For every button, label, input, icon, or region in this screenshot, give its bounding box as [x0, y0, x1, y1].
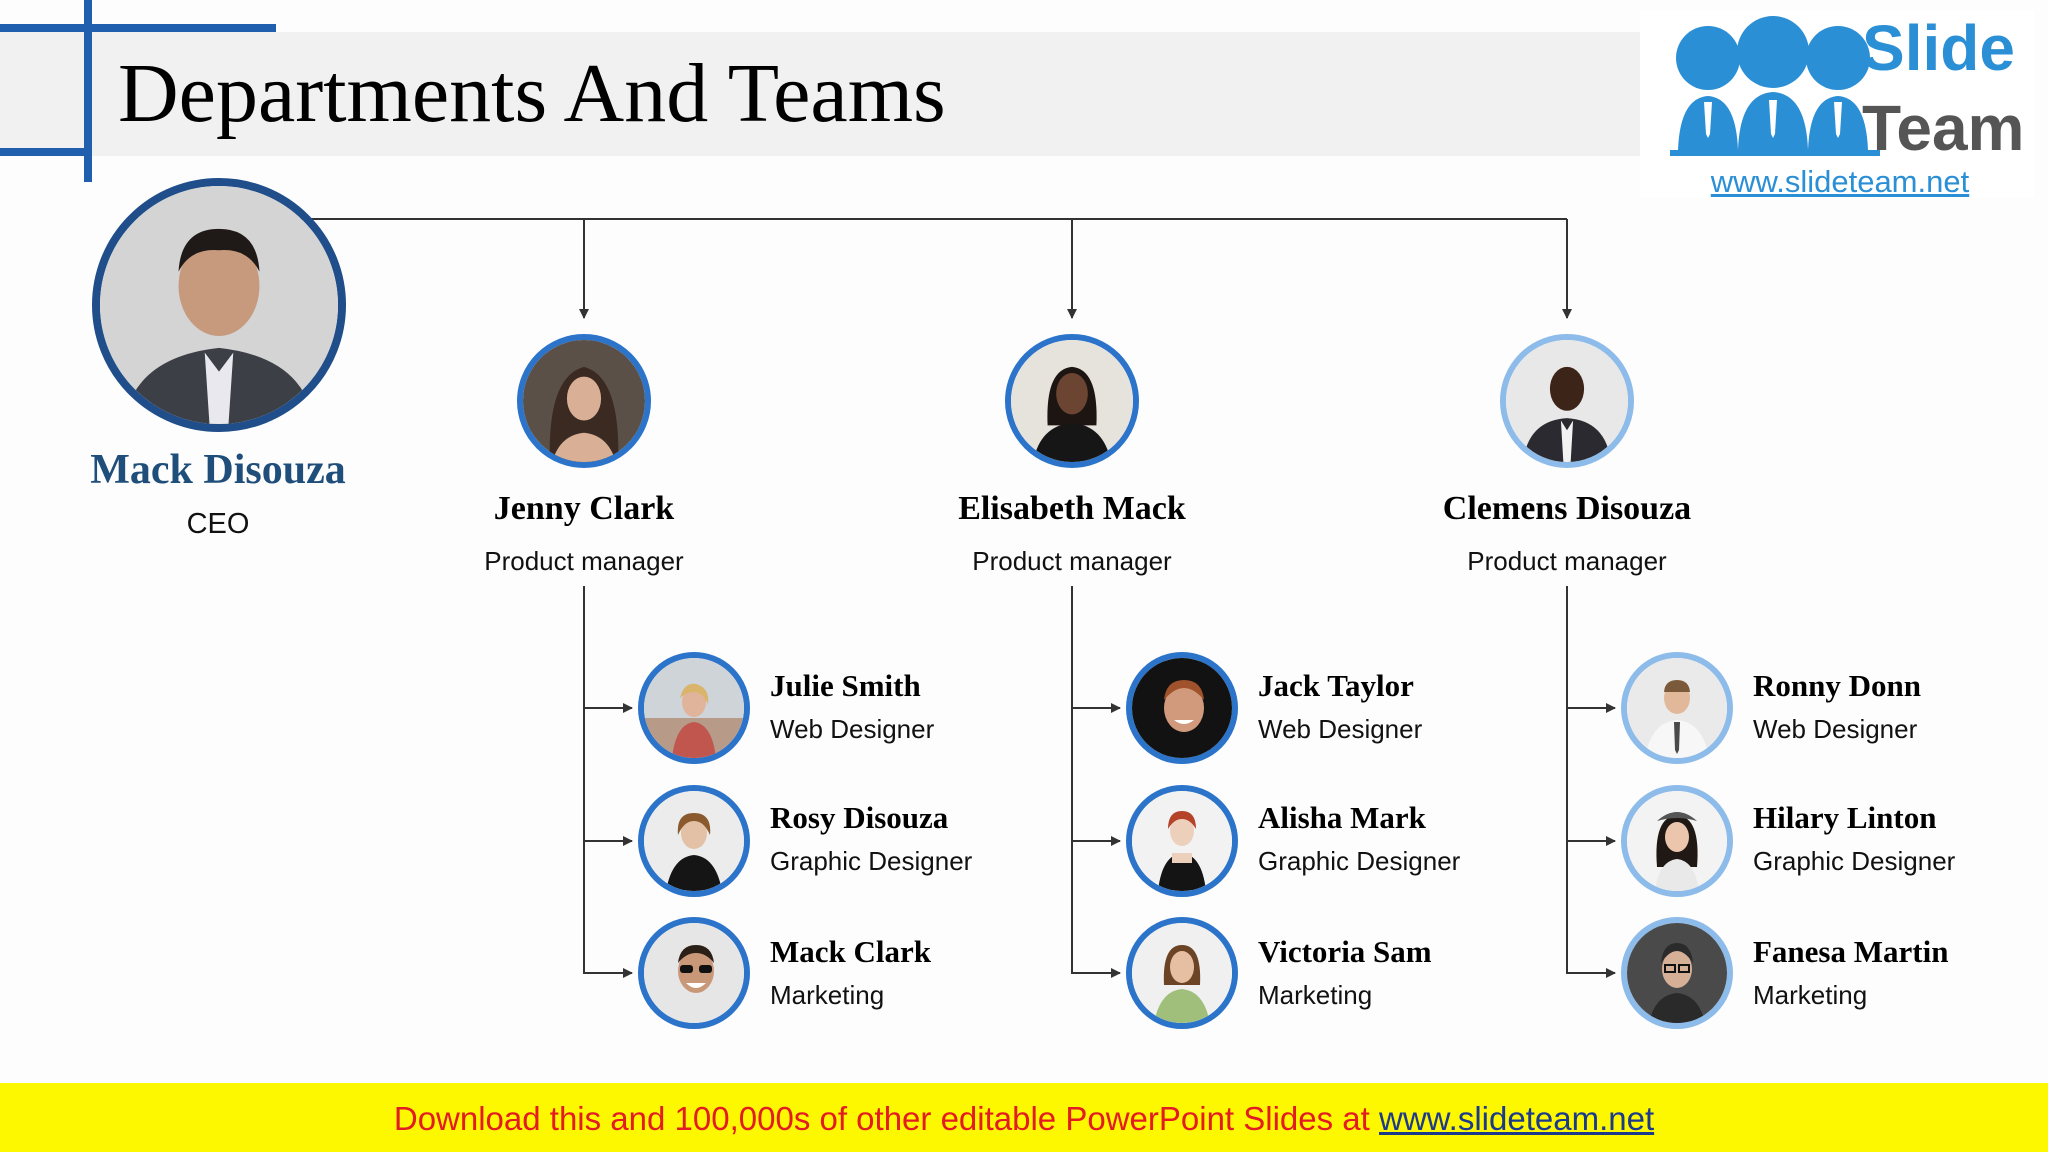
page-title: Departments And Teams: [118, 47, 946, 140]
manager-avatar-icon: [523, 340, 645, 462]
manager-avatar-icon: [1506, 340, 1628, 462]
staff-avatar-icon: [1627, 658, 1727, 758]
title-band: [0, 32, 1700, 156]
logo-word-slide: Slide: [1862, 12, 2015, 84]
staff-role: Marketing: [770, 980, 885, 1010]
footer-text: Download this and 100,000s of other edit…: [0, 1100, 2048, 1138]
footer-banner: [0, 1083, 2048, 1152]
staff-role: Graphic Designer: [770, 846, 973, 876]
staff-avatar-icon: [1132, 658, 1232, 758]
staff-avatar-icon: [644, 791, 744, 891]
staff-photo-ronny-donn: [1621, 652, 1733, 764]
footer-link[interactable]: www.slideteam.net: [1379, 1100, 1655, 1137]
staff-photo-hilary-linton: [1621, 785, 1733, 897]
staff-name: Mack Clark: [770, 934, 932, 969]
manager-role: Product manager: [484, 546, 684, 576]
staff-role: Web Designer: [1753, 714, 1918, 744]
logo-people-icon: [1670, 16, 1880, 156]
manager-avatar-icon: [1011, 340, 1133, 462]
accent-bottom-bar: [0, 148, 92, 156]
staff-photo-mack-clark: [638, 917, 750, 1029]
staff-name: Alisha Mark: [1258, 800, 1426, 835]
manager-name: Jenny Clark: [493, 490, 675, 527]
accent-top-bar: [0, 24, 276, 32]
staff-role: Web Designer: [1258, 714, 1423, 744]
ceo-photo: [92, 178, 346, 432]
staff-role: Marketing: [1753, 980, 1868, 1010]
ceo-role: CEO: [186, 508, 250, 540]
staff-name: Ronny Donn: [1753, 668, 1921, 703]
staff-name: Jack Taylor: [1258, 668, 1414, 703]
staff-photo-jack-taylor: [1126, 652, 1238, 764]
staff-avatar-icon: [1627, 791, 1727, 891]
manager-name: Clemens Disouza: [1442, 490, 1692, 527]
staff-photo-victoria-sam: [1126, 917, 1238, 1029]
staff-avatar-icon: [644, 923, 744, 1023]
slideteam-logo[interactable]: [1640, 10, 2035, 198]
staff-role: Graphic Designer: [1258, 846, 1461, 876]
logo-word-team: Team: [1862, 92, 2025, 164]
staff-photo-rosy-disouza: [638, 785, 750, 897]
manager-photo-elisabeth-mack: [1005, 334, 1139, 468]
staff-photo-julie-smith: [638, 652, 750, 764]
manager-role: Product manager: [972, 546, 1172, 576]
staff-photo-fanesa-martin: [1621, 917, 1733, 1029]
staff-role: Marketing: [1258, 980, 1373, 1010]
manager-photo-clemens-disouza: [1500, 334, 1634, 468]
manager-name: Elisabeth Mack: [958, 490, 1186, 527]
staff-avatar-icon: [1132, 791, 1232, 891]
staff-avatar-icon: [1627, 923, 1727, 1023]
footer-message: Download this and 100,000s of other edit…: [393, 1100, 1379, 1137]
staff-role: Graphic Designer: [1753, 846, 1956, 876]
manager-photo-jenny-clark: [517, 334, 651, 468]
accent-vertical-bar: [84, 0, 92, 182]
staff-photo-alisha-mark: [1126, 785, 1238, 897]
staff-name: Victoria Sam: [1258, 934, 1432, 969]
manager-role: Product manager: [1467, 546, 1667, 576]
staff-avatar-icon: [644, 658, 744, 758]
org-connectors: [300, 218, 1616, 978]
ceo-name: Mack Disouza: [90, 447, 346, 493]
ceo-avatar-icon: [100, 186, 338, 424]
logo-url-link[interactable]: www.slideteam.net: [1710, 164, 1970, 199]
staff-role: Web Designer: [770, 714, 935, 744]
staff-name: Rosy Disouza: [770, 800, 949, 835]
staff-name: Julie Smith: [770, 668, 921, 703]
staff-avatar-icon: [1132, 923, 1232, 1023]
staff-name: Fanesa Martin: [1753, 934, 1949, 969]
staff-name: Hilary Linton: [1753, 800, 1937, 835]
